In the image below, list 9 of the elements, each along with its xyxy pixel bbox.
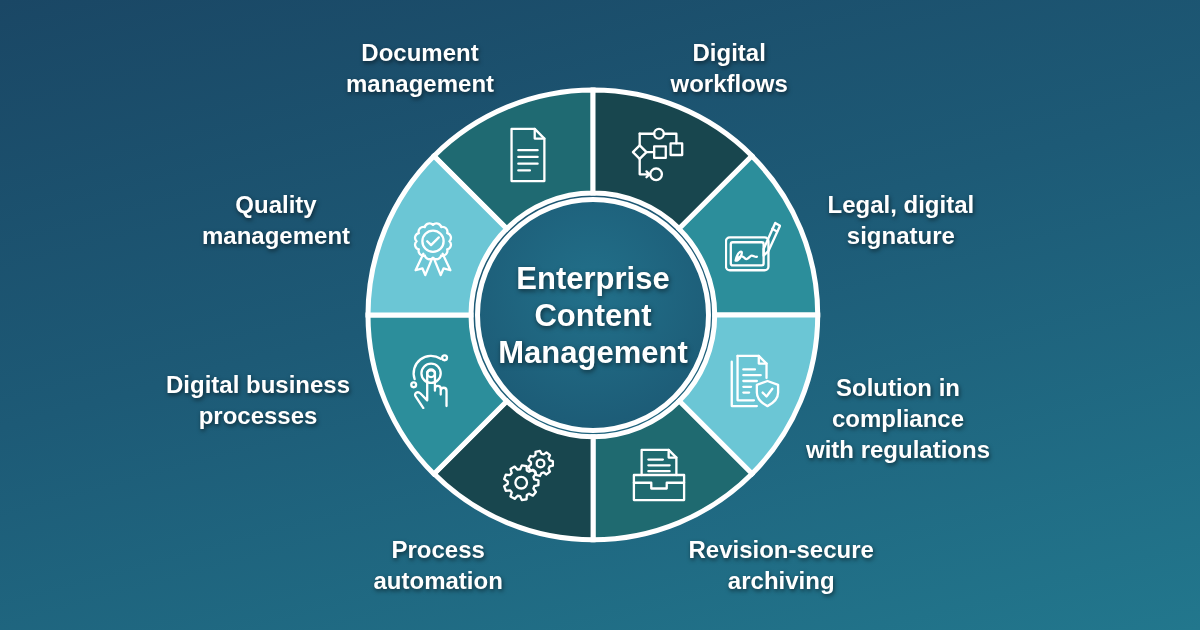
segment-label: Revision-secure archiving <box>688 535 874 596</box>
segment-label: Process automation <box>373 535 503 596</box>
segment-label: Digital workflows <box>670 38 788 99</box>
segment-label: Legal, digital signature <box>827 190 975 251</box>
segment-label: Solution in compliance with regulations <box>806 373 990 465</box>
segment-label: Digital business processes <box>166 370 351 431</box>
center-title: Enterprise Content Management <box>498 259 688 371</box>
segment-label: Quality management <box>202 190 351 251</box>
segment-label: Document management <box>346 38 495 99</box>
